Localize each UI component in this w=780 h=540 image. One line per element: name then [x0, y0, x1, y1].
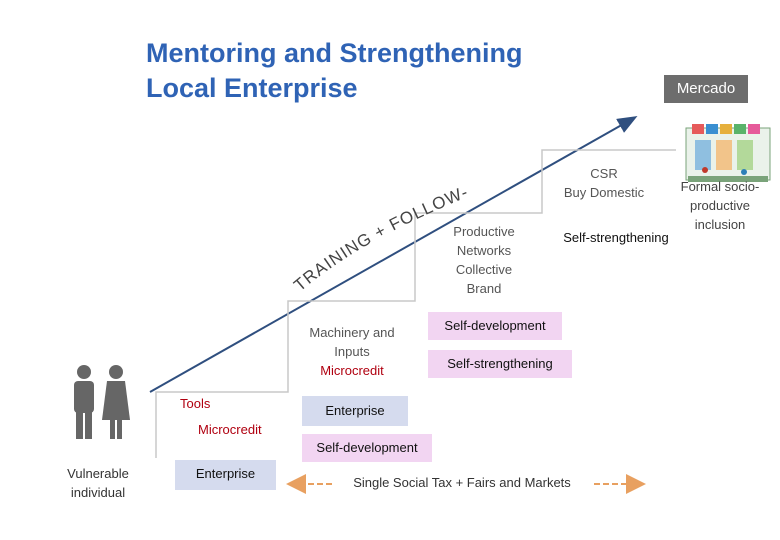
step3-self-development-box: Self-development — [428, 312, 562, 340]
title-line-1: Mentoring and Strengthening — [146, 38, 523, 68]
market-badge: Mercado — [664, 75, 748, 103]
formal-line-2: productive — [690, 198, 750, 213]
networks-line-2: Networks — [456, 243, 512, 258]
networks-line-1: Productive — [453, 224, 515, 239]
staircase — [155, 149, 676, 458]
progress-arrow — [149, 116, 638, 393]
inputs-line-2: Inputs — [334, 344, 370, 359]
bottom-bar-label: Single Social Tax + Fairs and Markets — [353, 475, 571, 490]
step3-self-strengthening-box: Self-strengthening — [428, 350, 572, 378]
title-line-2: Local Enterprise — [146, 73, 358, 103]
formal-inclusion-text: Formal socio- productive inclusion — [672, 177, 768, 234]
step2-inputs-text: Machinery and Inputs Microcredit — [296, 323, 408, 380]
step4-csr-text: CSR Buy Domestic — [550, 164, 658, 202]
step4-self-strengthening-label: Self-strengthening — [548, 224, 684, 252]
step2-microcredit-label: Microcredit — [320, 363, 384, 378]
csr-label: CSR — [590, 166, 618, 181]
people-icon — [74, 365, 130, 439]
tools-label: Tools — [180, 396, 211, 411]
buy-domestic-label: Buy Domestic — [563, 185, 645, 200]
step1-microcredit-label: Microcredit — [198, 422, 262, 437]
formal-line-1: Formal socio- — [680, 179, 760, 194]
step1-enterprise-box: Enterprise — [175, 460, 276, 490]
networks-line-3: Collective — [455, 262, 513, 277]
networks-line-4: Brand — [466, 281, 502, 296]
inputs-line-1: Machinery and — [309, 325, 395, 340]
step3-networks-text: Productive Networks Collective Brand — [430, 222, 538, 298]
market-icon — [685, 124, 771, 182]
step2-enterprise-box: Enterprise — [302, 396, 408, 426]
formal-line-3: inclusion — [694, 217, 746, 232]
vulnerable-label: Vulnerable individual — [67, 466, 129, 500]
step2-self-development-box: Self-development — [302, 434, 432, 462]
page-title: Mentoring and Strengthening Local Enterp… — [146, 36, 522, 106]
